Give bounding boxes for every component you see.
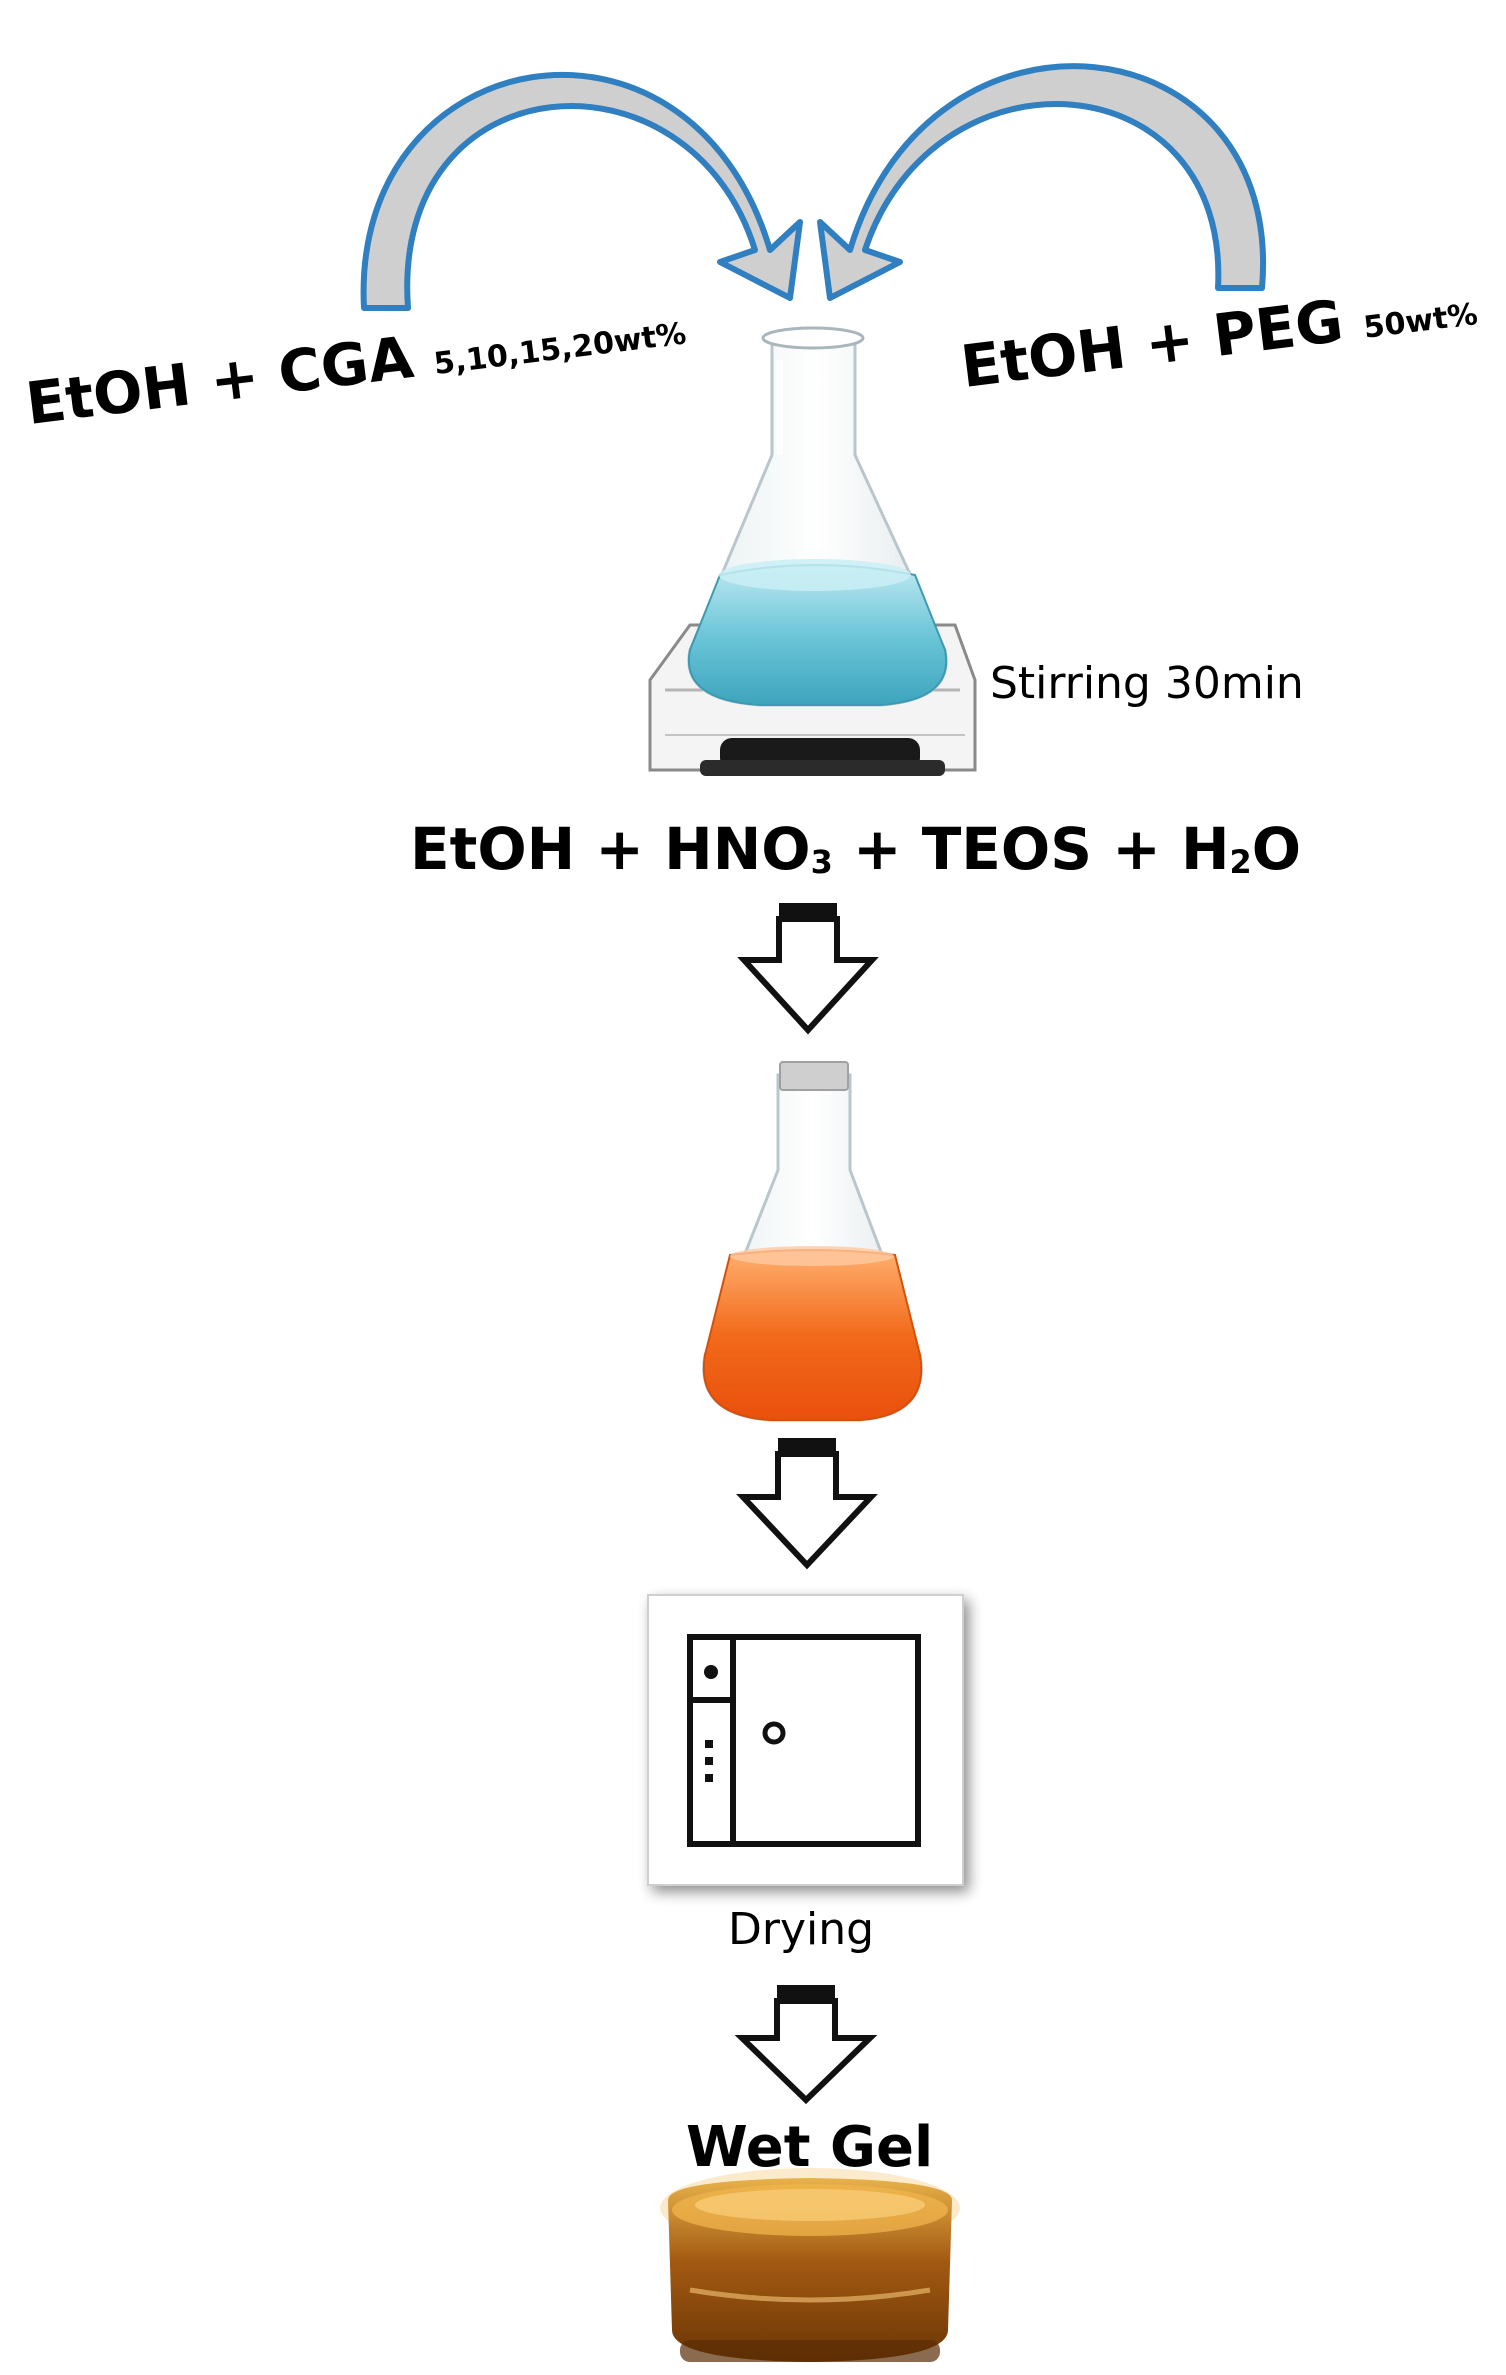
product-title: Wet Gel <box>686 2115 934 2180</box>
oven-icon <box>647 1594 964 1886</box>
reaction-formula: EtOH + HNO3 + TEOS + H2O <box>410 815 1302 883</box>
left-arc-arrow-icon <box>360 71 803 311</box>
down-arrow-icon-2 <box>736 1438 878 1570</box>
blue-flask-icon <box>687 326 948 707</box>
down-arrow-icon-1 <box>737 903 879 1035</box>
gel-jar-icon <box>660 2168 960 2362</box>
down-arrow-icon-3 <box>734 1985 878 2105</box>
drying-caption: Drying <box>728 1904 875 1955</box>
orange-flask-icon <box>702 1061 923 1422</box>
stirring-caption: Stirring 30min <box>990 658 1304 709</box>
right-arc-arrow-icon <box>817 63 1267 301</box>
